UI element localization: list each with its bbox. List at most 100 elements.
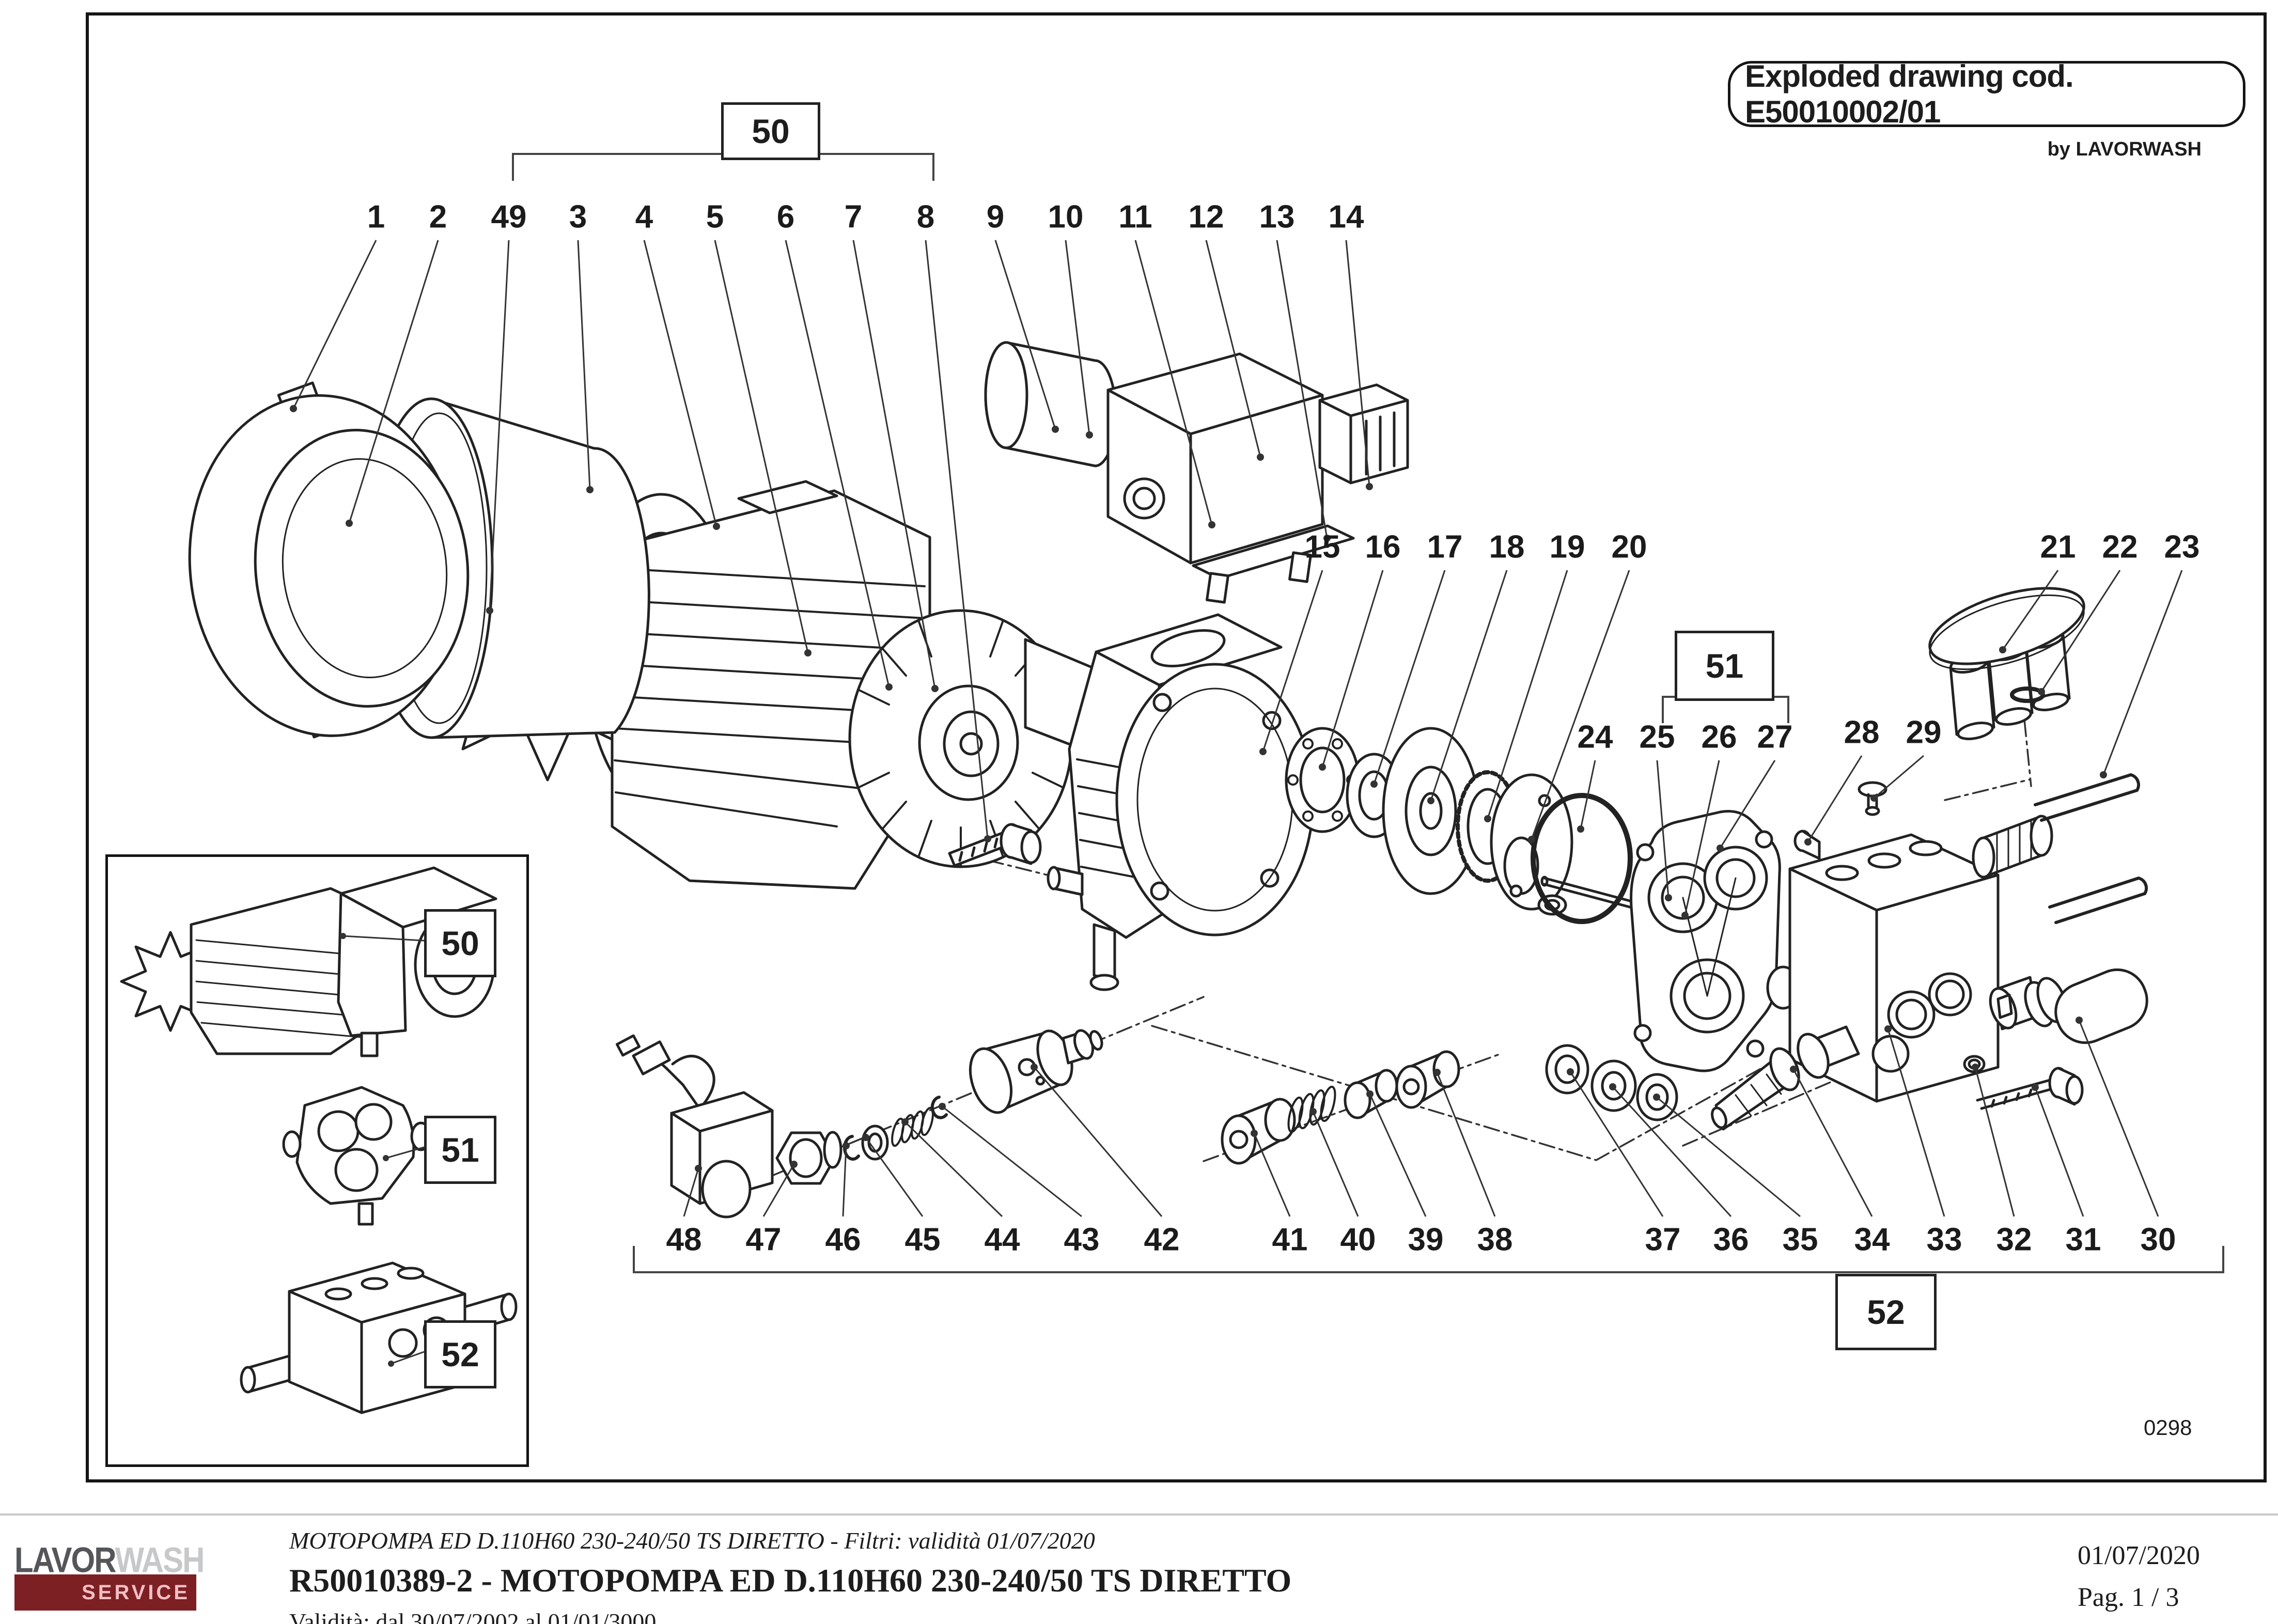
inlet-filter: [1711, 1025, 1860, 1131]
seal-disc-large: [1382, 727, 1480, 895]
footer-subtitle: MOTOPOMPA ED D.110H60 230-240/50 TS DIRE…: [289, 1527, 1095, 1554]
callout-39: 39: [1408, 1222, 1444, 1258]
callout-33: 33: [1926, 1222, 1962, 1258]
bolt-28: [1793, 830, 1821, 860]
callout-5: 5: [706, 199, 724, 235]
callout-7: 7: [844, 199, 863, 235]
logo-service-band: SERVICE: [14, 1574, 196, 1611]
logo-service-label: SERVICE: [82, 1581, 190, 1604]
inset-label-51: 51: [424, 1116, 496, 1184]
callout-45: 45: [904, 1222, 941, 1258]
callout-23: 23: [2164, 529, 2200, 565]
callout-30: 30: [2140, 1222, 2176, 1258]
callout-6: 6: [776, 199, 795, 235]
callout-25: 25: [1639, 719, 1675, 755]
callout-48: 48: [666, 1222, 702, 1258]
outlet-nipple: [1972, 815, 2053, 879]
callout-22: 22: [2102, 529, 2138, 565]
inset-label-52: 52: [424, 1320, 496, 1388]
inset-pump-head: [282, 1086, 432, 1226]
pump-casing: [1047, 613, 1315, 991]
callout-42: 42: [1144, 1222, 1180, 1258]
callout-19: 19: [1549, 529, 1585, 565]
group-label-52: 52: [1835, 1274, 1937, 1350]
callout-43: 43: [1064, 1222, 1100, 1258]
valve-piston-41: [1221, 1098, 1296, 1165]
callout-9: 9: [986, 199, 1005, 235]
inset-label-50: 50: [424, 909, 496, 977]
callout-28: 28: [1844, 714, 1880, 751]
bearing: [1285, 727, 1360, 833]
callout-38: 38: [1477, 1222, 1513, 1258]
callout-18: 18: [1489, 529, 1525, 565]
callout-34: 34: [1854, 1222, 1890, 1258]
footer-validity: Validità: dal 30/07/2002 al 01/01/3000: [289, 1609, 657, 1624]
inset-motor-assembly: [120, 866, 497, 1057]
outlet-fitting-30: [1989, 968, 2148, 1044]
valve-cylinders: [1949, 629, 2071, 740]
o-ring-24: [1531, 793, 1633, 924]
pump-backplate: [1630, 809, 1781, 1072]
logo-wordmark: LAVORWASH: [14, 1540, 205, 1580]
byline: by LAVORWASH: [2047, 138, 2202, 160]
callout-41: 41: [1272, 1222, 1308, 1258]
callout-13: 13: [1259, 199, 1295, 235]
callout-37: 37: [1645, 1222, 1681, 1258]
callout-32: 32: [1996, 1222, 2032, 1258]
spring-44: [891, 1106, 934, 1147]
u-pin-upper: [2034, 773, 2141, 822]
callout-40: 40: [1340, 1222, 1376, 1258]
callout-49: 49: [491, 199, 527, 235]
rotor: [848, 609, 1073, 868]
callout-31: 31: [2065, 1222, 2101, 1258]
c-clip-43: [930, 1096, 948, 1119]
callout-17: 17: [1427, 529, 1463, 565]
footer-right-block: 01/07/2020 Pag. 1 / 3: [2078, 1540, 2200, 1613]
callout-47: 47: [745, 1222, 782, 1258]
callout-24: 24: [1577, 719, 1613, 755]
sheet-code: 0298: [2144, 1415, 2192, 1440]
group-label-51: 51: [1675, 631, 1774, 701]
footer-page-number: Pag. 1 / 3: [2078, 1583, 2179, 1612]
pressure-switch-48: [615, 1034, 774, 1219]
callout-4: 4: [635, 199, 653, 235]
switch: [1318, 383, 1409, 485]
stator: [611, 480, 931, 890]
capacitor: [984, 341, 1158, 467]
drawing-code-label: Exploded drawing cod. E50010002/01: [1745, 59, 2074, 129]
callout-3: 3: [569, 199, 587, 235]
bolt-8: [948, 823, 1042, 867]
callout-21: 21: [2040, 529, 2076, 565]
callout-27: 27: [1757, 719, 1793, 755]
inlet-nut-47: [775, 1131, 842, 1185]
motor-end-cover: [188, 381, 470, 739]
logo-lavor: LAVOR: [14, 1540, 116, 1580]
callout-15: 15: [1304, 529, 1340, 565]
callout-44: 44: [984, 1222, 1020, 1258]
callout-11: 11: [1118, 199, 1152, 235]
drawing-border: [86, 12, 2267, 1482]
valve-cap-assembly: [1928, 587, 2085, 740]
callout-26: 26: [1701, 719, 1737, 755]
footer-separator: [0, 1513, 2278, 1516]
callout-2: 2: [429, 199, 447, 235]
drawing-code-box: Exploded drawing cod. E50010002/01: [1728, 59, 2245, 129]
logo-wash: WASH: [115, 1540, 205, 1580]
u-pin-lower: [2048, 877, 2148, 924]
callout-35: 35: [1782, 1222, 1818, 1258]
footer-title: R50010389-2 - MOTOPOMPA ED D.110H60 230-…: [289, 1562, 1292, 1599]
footer-text-block: MOTOPOMPA ED D.110H60 230-240/50 TS DIRE…: [289, 1527, 1291, 1624]
callout-36: 36: [1713, 1222, 1749, 1258]
callout-29: 29: [1906, 714, 1942, 751]
footer-date: 01/07/2020: [2078, 1541, 2200, 1570]
callout-10: 10: [1048, 199, 1084, 235]
callout-14: 14: [1328, 199, 1364, 235]
callout-46: 46: [825, 1222, 861, 1258]
thermal-valve-42: [969, 1029, 1103, 1114]
terminal-box: [1106, 352, 1355, 604]
callout-8: 8: [916, 199, 935, 235]
lavorwash-logo: LAVORWASH SERVICE: [14, 1540, 205, 1612]
